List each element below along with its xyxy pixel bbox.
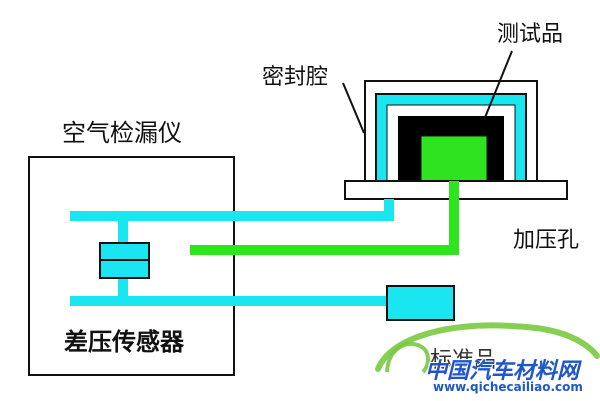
watermark-title: 中国汽车材料网 (425, 359, 580, 384)
sealed-chamber-label: 密封腔 (262, 65, 329, 90)
watermark-logo-arc (385, 342, 430, 374)
watermark-url: www.qichecailiao.com (433, 380, 583, 394)
standard-sample-box (386, 285, 455, 321)
test-sample-core (420, 135, 488, 182)
diff-pressure-sensor-label: 差压传感器 (64, 328, 184, 356)
standard-sample-label: 标准品 (430, 348, 497, 373)
sealed-chamber-pointer (342, 82, 365, 134)
test-sample-pointer (483, 50, 513, 121)
green-pipe (190, 181, 459, 255)
test-sample-label: 测试品 (497, 22, 564, 47)
air-leak-detector-label: 空气检漏仪 (62, 119, 182, 147)
pressure-hole-label: 加压孔 (513, 228, 580, 253)
cyan-pipe-top (70, 199, 394, 221)
